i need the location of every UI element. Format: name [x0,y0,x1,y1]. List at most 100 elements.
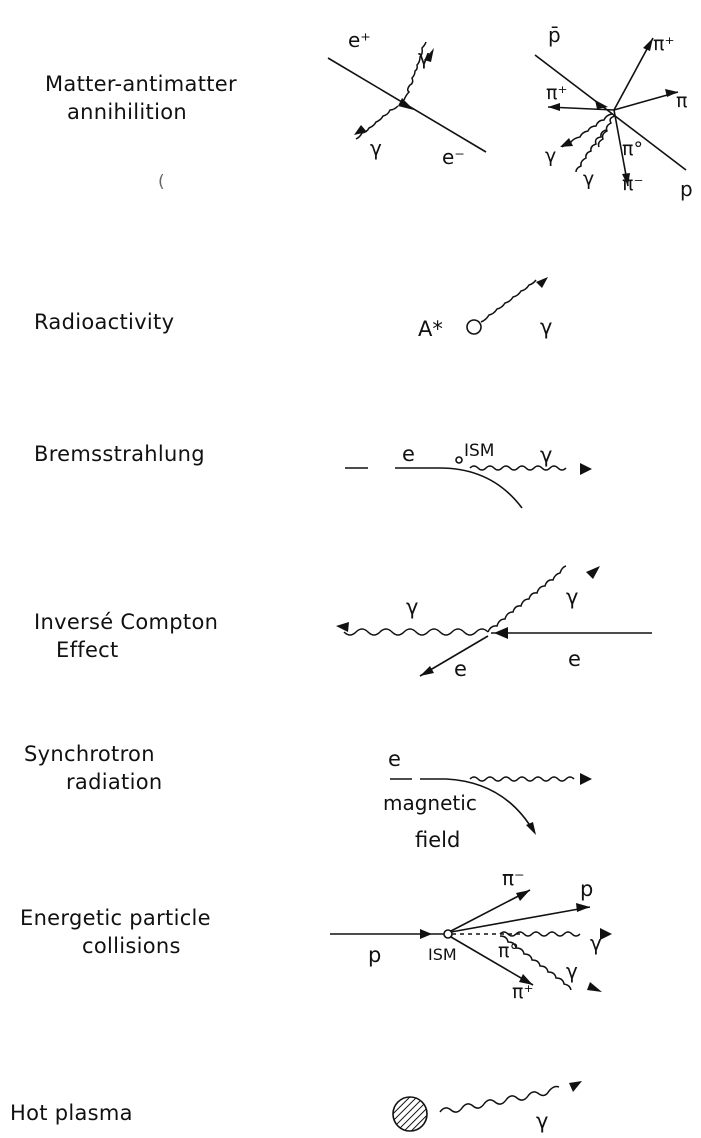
process-inverse-compton: Inversé Compton Effect [34,608,218,664]
arrowhead [336,622,349,632]
label-gamma: γ [406,595,418,619]
label-gamma: γ [545,145,556,167]
process-energetic-collisions: Energetic particle collisions [20,904,211,960]
pion-line [613,109,629,187]
label-ism: ISM [464,441,494,461]
photon-wave [355,105,399,140]
process-title-line: Radioactivity [34,310,175,334]
stray-mark: ( [158,172,165,192]
arrowhead [548,103,560,111]
electron-trajectory [345,467,523,509]
arrowhead [560,138,573,147]
photon-wave [469,776,575,782]
label-electron: e [454,657,467,681]
nucleus-circle [466,319,482,335]
label-magnetic: magnetic [383,791,477,815]
label-gamma: γ [370,136,382,160]
arrowhead [576,903,590,912]
ism-target [443,929,453,939]
process-title-line: Energetic particle [20,906,211,930]
label-gamma: γ [536,1109,548,1133]
arrowhead [398,98,414,110]
label-e-minus: e⁻ [442,145,465,169]
process-title-line: Inversé Compton [34,610,219,634]
label-pi-zero: π° [498,940,519,962]
label-antiproton: p̄ [548,23,561,47]
photon-wave [499,935,572,991]
label-electron: e [568,647,581,671]
arrowhead [622,173,630,186]
process-title-line: Matter-antimatter [45,72,237,96]
label-electron: e [402,442,415,466]
label-gamma: γ [540,315,552,339]
arrowhead [569,1081,582,1092]
label-electron: e [388,747,401,771]
arrowhead [600,928,612,940]
photon-wave [487,565,567,633]
proton-line [534,54,687,171]
label-ism: ISM [428,945,457,964]
arrowhead [587,982,602,992]
photon-wave [469,465,567,471]
label-gamma: γ [583,168,594,190]
collisions-diagram: p ISM π⁻ p π° γ γ π⁺ [330,866,612,1003]
arrowhead [586,566,600,579]
label-proton: p [680,177,693,201]
hot-plasma-diagram: γ [392,1081,582,1133]
label-pi-plus: π⁺ [653,33,674,55]
photon-wave [403,41,427,101]
annihilation-proton-diagram: p̄ π⁺ π⁺ π γ γ π° π⁻ p [534,23,693,201]
label-proton: p [580,877,593,901]
arrowhead [420,666,434,676]
arrowhead [526,822,536,835]
photon-wave [575,129,607,173]
inverse-compton-diagram: γ γ e e [336,565,652,681]
label-pi-minus: π⁻ [502,866,525,890]
arrowhead [595,100,608,109]
ism-target [455,456,463,464]
label-pi-zero: π° [622,138,643,160]
radioactivity-diagram: A* γ [418,277,552,341]
process-title-line: radiation [66,770,163,794]
process-hot-plasma: Hot plasma [10,1099,133,1127]
photon-wave [499,931,581,937]
process-title-line: Bremsstrahlung [34,442,205,466]
process-title-line: Effect [56,638,119,662]
arrowhead [580,773,592,785]
process-title-line: annihilition [67,100,187,124]
process-title-line: Hot plasma [10,1101,133,1125]
annihilation-electron-diagram: e⁺ γ γ e⁻ [327,28,487,169]
pion-line [450,889,531,932]
pion-line [613,37,654,111]
arrowhead [424,48,434,62]
label-nucleus: A* [418,317,443,341]
process-radioactivity: Radioactivity [34,308,174,336]
arrowhead [494,627,508,639]
arrowhead [536,277,548,288]
photon-wave [439,1085,560,1113]
label-proton: p [368,943,381,967]
arrowhead [516,890,530,901]
plasma-ball [392,1096,428,1132]
process-title-line: Synchrotron [24,742,155,766]
arrowhead [354,125,367,135]
label-e-plus: e⁺ [348,28,371,52]
bremsstrahlung-diagram: e ISM γ [345,441,592,509]
process-title-line: collisions [82,934,181,958]
photon-wave [343,628,489,636]
label-gamma: γ [540,443,552,467]
label-gamma: γ [566,585,578,609]
label-field: field [415,828,460,852]
photon-wave [597,115,616,148]
arrowhead [580,463,592,475]
label-gamma: γ [566,959,578,983]
photon-wave [480,279,537,323]
label-pi: π [676,90,687,112]
label-gamma: γ [418,45,430,69]
proton-line [450,906,591,933]
process-synchrotron: Synchrotron radiation [24,740,162,796]
process-matter-antimatter: Matter-antimatter annihilition [45,70,237,126]
label-pi-plus: π⁺ [512,981,533,1003]
arrowhead [420,929,432,939]
